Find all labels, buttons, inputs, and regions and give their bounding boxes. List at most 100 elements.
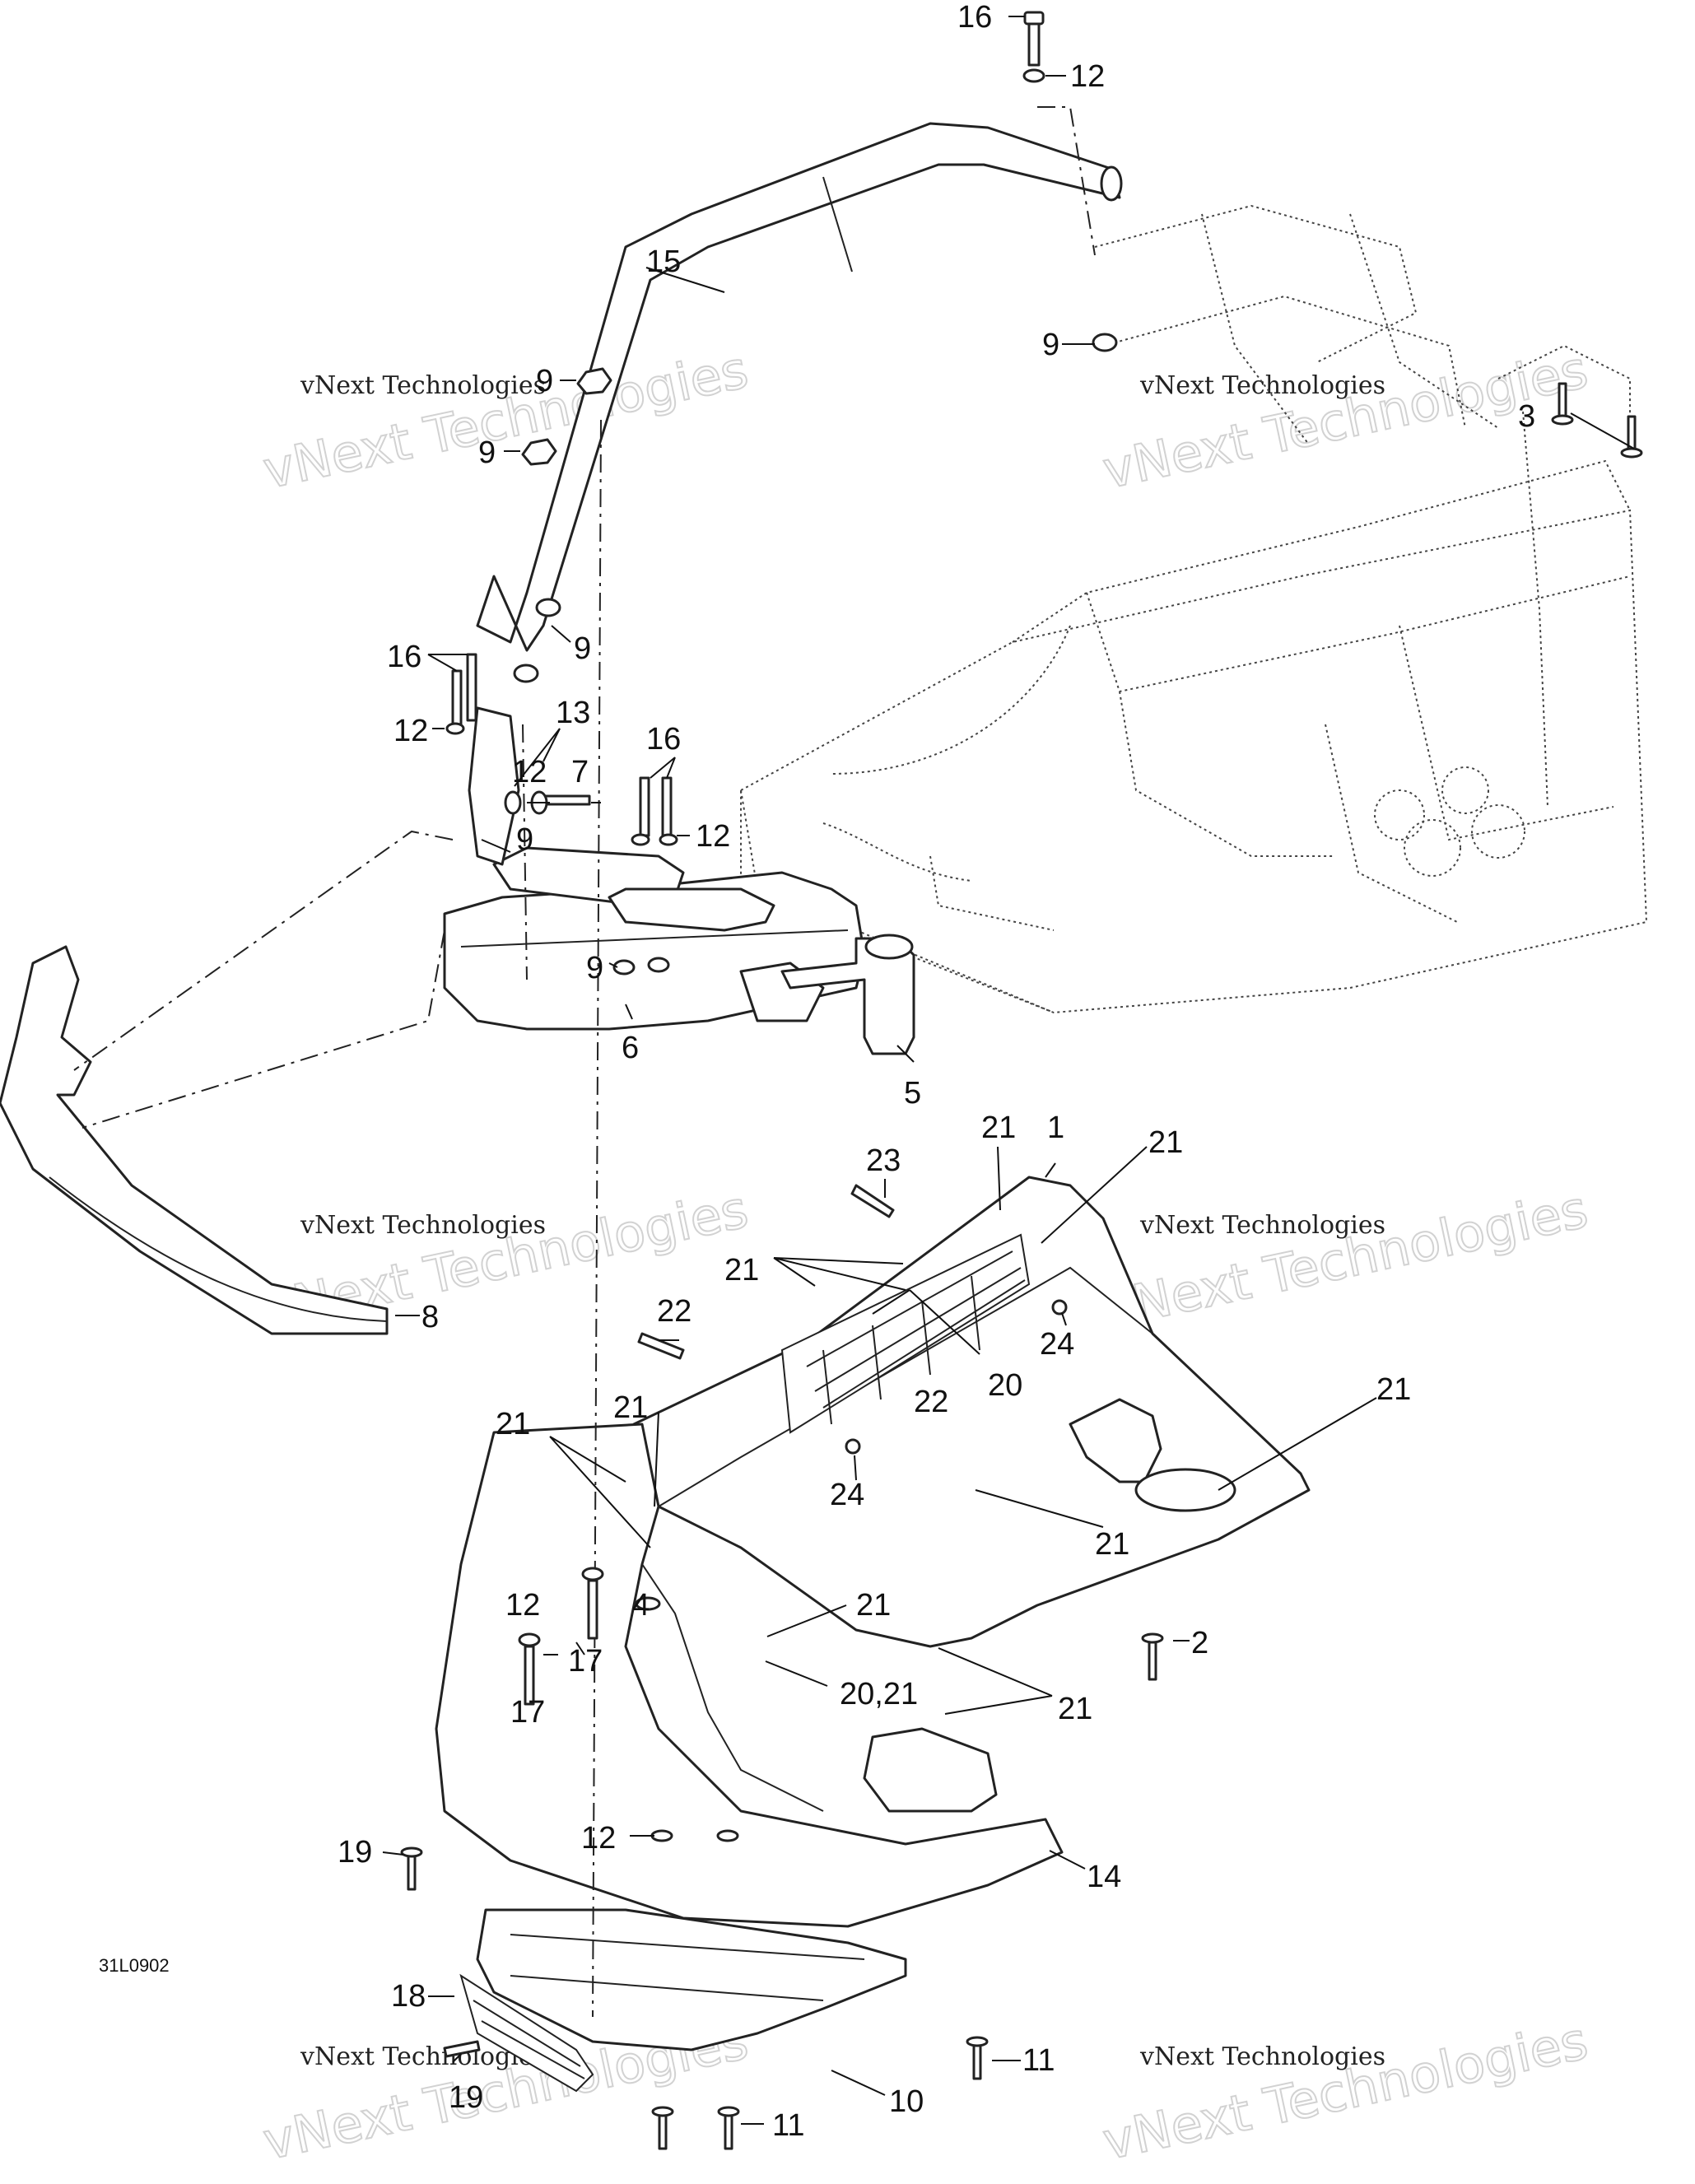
callout-18: 18 [391,1979,426,2014]
callout-19: 19 [449,2080,483,2115]
nut-icon [1092,333,1118,352]
bolt-icon [639,776,650,837]
callout-21: 21 [613,1390,648,1425]
callout-21: 21 [1376,1372,1411,1407]
callout-16: 16 [646,722,681,757]
callout-21: 21 [1148,1125,1183,1160]
callout-21: 21 [496,1407,530,1441]
watermark-bottom-right: vNext Technologies vNext Technologies [1097,2009,1594,2172]
washer-icon [1051,1299,1068,1316]
callout-9: 9 [536,364,553,398]
callout-12: 12 [393,714,428,748]
rivet-icon [966,2036,989,2080]
watermark-top-left: vNext Technologies vNext Technologies [258,338,754,501]
grille-mesh-upper [780,1233,1031,1434]
diagram-reference-code: 31L0902 [99,1955,170,1976]
assembly-lines [73,106,1096,2018]
callouts: 16 12 15 9 9 9 16 12 13 12 7 16 12 9 9 6… [338,0,1535,2143]
callout-17: 17 [568,1644,603,1679]
washer-icon [716,1829,739,1842]
part-5-side-tube [780,934,915,1055]
callout-21: 21 [981,1111,1016,1145]
callout-24: 24 [1040,1327,1074,1362]
washer-icon [845,1438,861,1455]
chassis-frame [740,204,1648,1014]
callout-7: 7 [571,755,589,789]
washer-icon [631,833,650,846]
callout-22: 22 [657,1294,692,1329]
part-6-lower-bracket [443,706,866,1031]
rivet-icon [400,1846,423,1891]
washer-icon [659,833,678,846]
callout-12: 12 [512,755,547,789]
callout-15: 15 [646,244,681,279]
nut-icon [576,367,612,395]
washer-icon [635,1596,661,1611]
callout-6: 6 [622,1031,639,1065]
washer-icon [1022,68,1045,83]
callout-21: 21 [1095,1527,1129,1562]
rivet-icon [443,2040,481,2058]
watermark-large-text: vNext Technologies [1098,2010,1593,2172]
callout-23: 23 [866,1143,901,1178]
bolt-icon [587,1579,598,1640]
callout-24: 24 [830,1478,864,1512]
callout-21: 21 [1058,1692,1092,1726]
washer-icon [445,722,465,735]
callout-4: 4 [632,1588,650,1623]
rivet-icon [1620,415,1643,459]
washer-icon [504,790,522,815]
callout-20: 20 [988,1368,1022,1403]
callout-9: 9 [574,631,591,666]
grille-mesh-lower [459,1973,594,2093]
callout-12: 12 [696,819,730,854]
callout-11: 11 [772,2108,804,2143]
watermark-small-text: vNext Technologies [300,371,546,400]
callout-20-21: 20,21 [840,1677,918,1711]
callout-14: 14 [1087,1860,1121,1894]
callout-9: 9 [516,822,533,857]
callout-21: 21 [724,1253,759,1288]
callout-16: 16 [957,0,992,35]
callout-2: 2 [1191,1626,1208,1660]
washer-icon [581,1567,604,1581]
callout-9: 9 [1042,328,1059,362]
callout-9: 9 [586,951,603,985]
watermark-small-text: vNext Technologies [1139,2042,1385,2071]
watermark-large-text: vNext Technologies [258,339,753,501]
watermark-small-text: vNext Technologies [300,1211,546,1240]
nut-icon [647,957,670,973]
rivet-icon [717,2106,740,2150]
callout-21: 21 [856,1588,891,1623]
callout-22: 22 [914,1385,948,1419]
nut-icon [535,598,561,617]
watermark-small-text: vNext Technologies [1139,1211,1385,1240]
bolt-icon [466,653,477,722]
callout-3: 3 [1518,399,1535,434]
callout-5: 5 [904,1076,921,1111]
part-15-upper-tube [476,122,1123,652]
watermark-small-text: vNext Technologies [1139,371,1385,400]
callout-13: 13 [556,696,590,730]
part-8-front-bumper [0,945,389,1335]
bolt-icon [451,669,463,730]
fasteners [400,11,1643,2150]
callout-16: 16 [387,640,421,674]
rivet-icon [651,2106,674,2150]
rivet-icon [637,1332,685,1360]
callout-1: 1 [1047,1111,1064,1145]
washer-icon [650,1829,673,1842]
callout-12: 12 [1070,59,1105,94]
callout-9: 9 [478,435,496,470]
bolt-icon [1023,11,1045,67]
part-10-lower-skid [476,1908,907,2051]
callout-12: 12 [581,1821,616,1856]
callout-10: 10 [889,2084,924,2119]
nut-icon [513,664,539,683]
rivet-icon [850,1184,895,1218]
bolt-icon [661,776,673,837]
callout-8: 8 [421,1300,439,1334]
rivet-icon [1551,382,1574,426]
callout-17: 17 [510,1695,545,1730]
